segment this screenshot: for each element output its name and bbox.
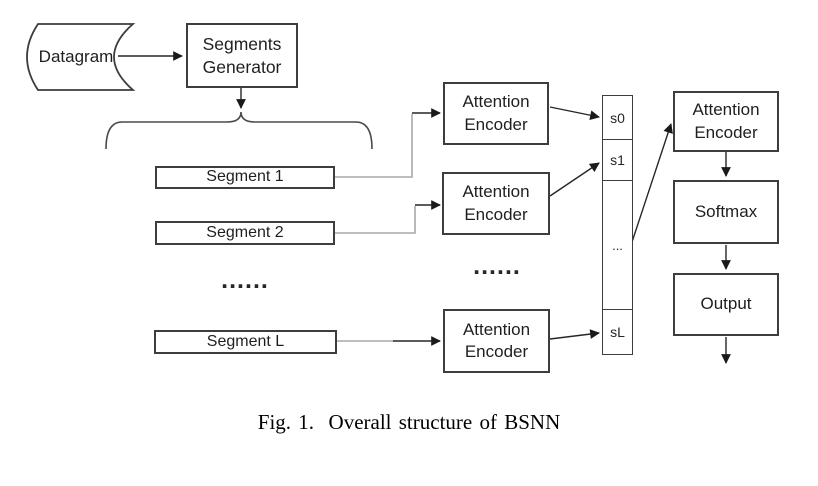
arrow-stack-to-final-encoder xyxy=(631,123,673,243)
output-box: Output xyxy=(673,273,779,336)
segment-L-box: Segment L xyxy=(154,330,337,354)
attention-encoder-2-box: Attention Encoder xyxy=(442,172,550,235)
datagram-shape xyxy=(26,23,136,91)
segments-generator-box: Segments Generator xyxy=(186,23,298,88)
segment-L-label: Segment L xyxy=(206,332,285,350)
attention-encoder-3-line1: Attention xyxy=(462,319,531,339)
final-attention-encoder-line1: Attention xyxy=(692,100,760,120)
final-attention-encoder-line2: Encoder xyxy=(694,122,758,142)
state-cell-ellipsis-label: ... xyxy=(612,237,623,253)
segments-ellipsis: ...... xyxy=(195,268,295,293)
segment-2-box: Segment 2 xyxy=(155,221,335,245)
state-cell-s1-label: s1 xyxy=(610,152,625,168)
arrow-encoder1-to-s0 xyxy=(549,106,600,121)
encoders-ellipsis: ...... xyxy=(447,254,547,279)
encoders-ellipsis-text: ...... xyxy=(473,252,521,280)
figure-caption: Fig. 1. Overall structure of BSNN xyxy=(257,410,561,434)
arrow-encoder3-to-sL xyxy=(549,329,600,340)
attention-encoder-1-line2: Encoder xyxy=(464,114,528,134)
attention-encoder-1-line1: Attention xyxy=(462,92,530,112)
state-stack: s0 s1 ... sL xyxy=(602,95,633,355)
attention-encoder-1-box: Attention Encoder xyxy=(443,82,549,145)
wire-segment1-elbow xyxy=(335,114,413,178)
segments-generator-line2: Generator xyxy=(202,56,282,77)
attention-encoder-2-line2: Encoder xyxy=(464,204,528,224)
segment-2-label: Segment 2 xyxy=(206,223,284,241)
attention-encoder-3-box: Attention Encoder xyxy=(443,309,550,373)
state-cell-s0: s0 xyxy=(603,96,632,139)
state-cell-sL: sL xyxy=(603,309,632,354)
datagram-text: Datagram xyxy=(38,47,114,66)
wire-segment2-elbow xyxy=(335,206,416,234)
attention-encoder-3-line2: Encoder xyxy=(464,342,529,361)
datagram-label: Datagram xyxy=(30,42,122,72)
segments-ellipsis-text: ...... xyxy=(221,266,269,294)
final-attention-encoder-box: Attention Encoder xyxy=(673,91,779,152)
attention-encoder-2-line1: Attention xyxy=(462,182,530,202)
segment-1-box: Segment 1 xyxy=(155,166,335,189)
output-label: Output xyxy=(700,294,752,314)
segments-brace xyxy=(105,111,373,150)
state-cell-s1: s1 xyxy=(603,139,632,180)
state-cell-sL-label: sL xyxy=(610,324,625,340)
softmax-label: Softmax xyxy=(694,201,758,221)
segment-1-label: Segment 1 xyxy=(206,168,284,186)
state-cell-s0-label: s0 xyxy=(610,109,625,126)
segments-generator-line1: Segments xyxy=(202,33,282,54)
softmax-box: Softmax xyxy=(673,180,779,244)
state-cell-ellipsis: ... xyxy=(603,180,632,309)
arrow-encoder2-to-s1 xyxy=(549,162,600,197)
